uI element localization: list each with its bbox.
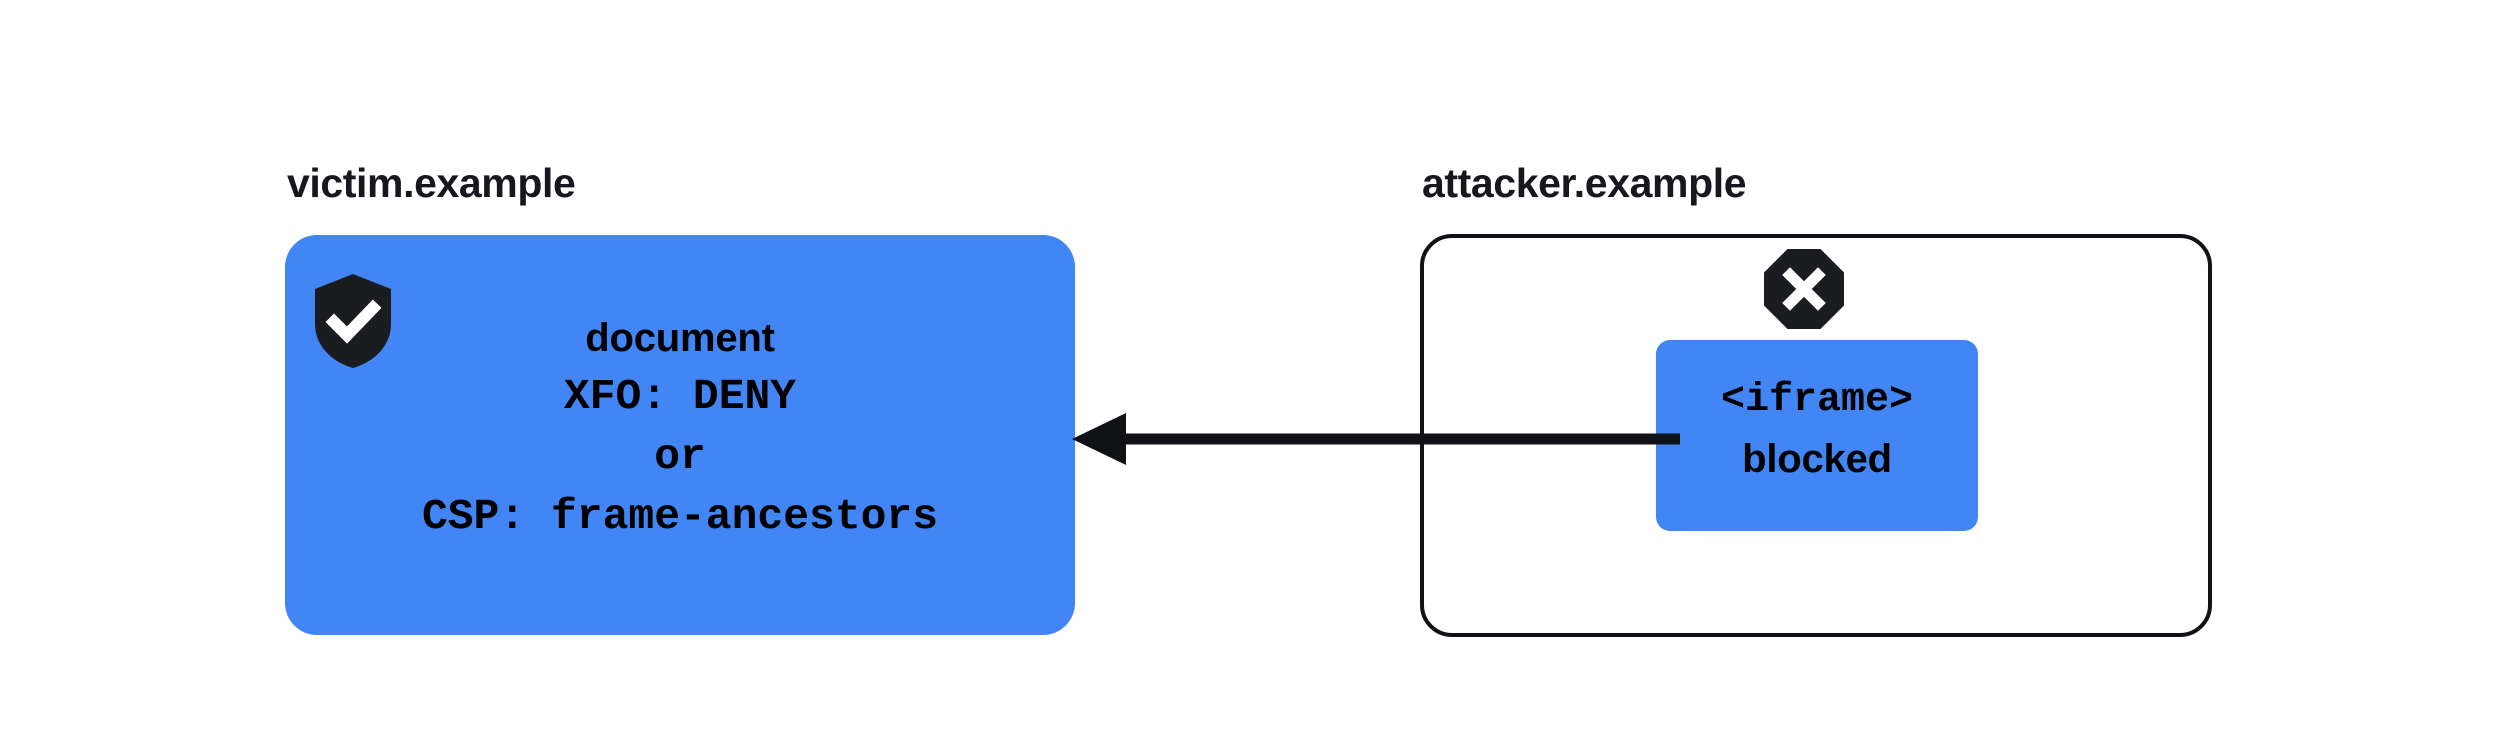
attacker-iframe-box (1656, 340, 1978, 531)
victim-line-document: document (585, 316, 775, 360)
victim-policy-text: document XFO: DENY or CSP: frame-ancesto… (285, 318, 1075, 538)
iframe-tag-label: <iframe> (1720, 378, 1914, 423)
victim-line-or: or (654, 432, 706, 481)
iframe-status-label: blocked (1742, 437, 1892, 481)
attacker-iframe-text: <iframe> blocked (1656, 378, 1978, 481)
octagon-x-icon (1762, 247, 1846, 331)
victim-origin-panel (285, 235, 1075, 635)
victim-site-label: victim.example (287, 160, 576, 206)
attacker-site-label: attacker.example (1422, 160, 1747, 206)
victim-line-xfo: XFO: DENY (563, 372, 797, 421)
victim-line-csp: CSP: frame-ancestors (421, 492, 939, 541)
shield-check-icon (312, 272, 394, 370)
